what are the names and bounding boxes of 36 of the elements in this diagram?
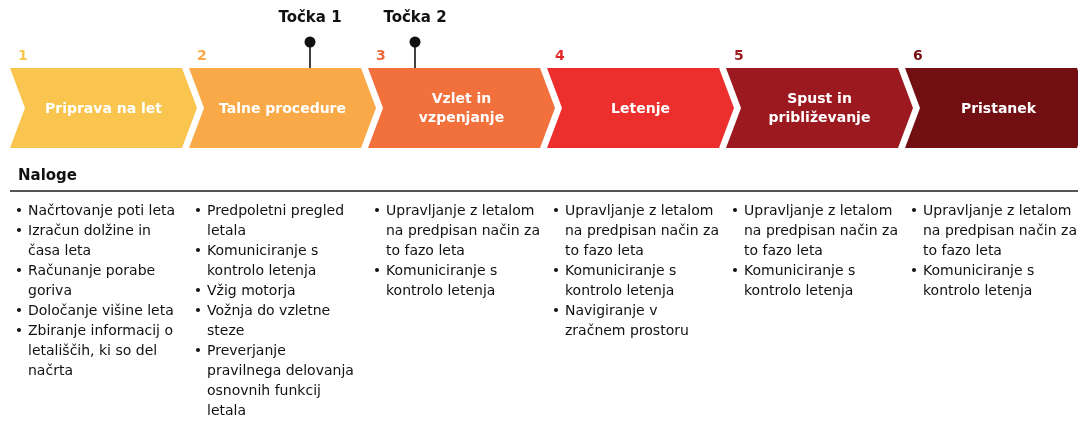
phase-title: Pristanek xyxy=(960,98,1037,118)
task-text: Komuniciranje s kontrolo letenja xyxy=(207,242,319,278)
task-text: Vožnja do vzletne steze xyxy=(207,302,331,338)
task-text: Upravljanje z letalom na predpisan način za to fazo leta xyxy=(923,202,1077,258)
task-text: Komuniciranje s kontrolo letenja xyxy=(744,262,856,298)
task-text: Upravljanje z letalom na predpisan način za to fazo leta xyxy=(565,202,719,258)
pin-line xyxy=(304,36,316,69)
milestone-label: Točka 2 xyxy=(383,8,447,26)
task-text: Komuniciranje s kontrolo letenja xyxy=(565,262,677,298)
task-text: Zbiranje informacij o letališčih, ki so del načrta xyxy=(28,322,173,378)
step-number: 6 xyxy=(913,47,923,63)
pin-line xyxy=(409,36,421,69)
task-text: Preverjanje pravilnega delovanja osnovnih funkcij letala xyxy=(207,342,354,418)
step-number: 5 xyxy=(734,47,744,63)
task-text: Vžig motorja xyxy=(207,282,296,298)
task-text: Navigiranje v zračnem prostoru xyxy=(565,302,689,338)
milestone-label: Točka 1 xyxy=(278,8,342,26)
step-number: 1 xyxy=(18,47,28,63)
task-text: Upravljanje z letalom na predpisan način za to fazo leta xyxy=(386,202,540,258)
task-text: Izračun dolžine in časa leta xyxy=(28,222,151,258)
step-number: 2 xyxy=(197,47,207,63)
task-text: Računanje porabe goriva xyxy=(28,262,156,298)
task-text: Upravljanje z letalom na predpisan način za to fazo leta xyxy=(744,202,898,258)
task-text: Predpoletni pregled letala xyxy=(207,202,345,238)
phase-title: Priprava na let xyxy=(44,98,163,118)
section-heading: Naloge xyxy=(18,166,78,184)
step-number: 3 xyxy=(376,47,386,63)
task-text: Komuniciranje s kontrolo letenja xyxy=(386,262,498,298)
step-number: 4 xyxy=(555,47,565,63)
task-text: Komuniciranje s kontrolo letenja xyxy=(923,262,1035,298)
phase-title: Vzlet in vzpenjanje xyxy=(417,89,506,127)
phase-title: Letenje xyxy=(611,98,670,118)
phase-title: Spust in približevanje xyxy=(767,89,872,127)
phase-title: Talne procedure xyxy=(218,98,347,118)
task-text: Načrtovanje poti leta xyxy=(28,202,176,218)
task-text: Določanje višine leta xyxy=(28,302,174,318)
